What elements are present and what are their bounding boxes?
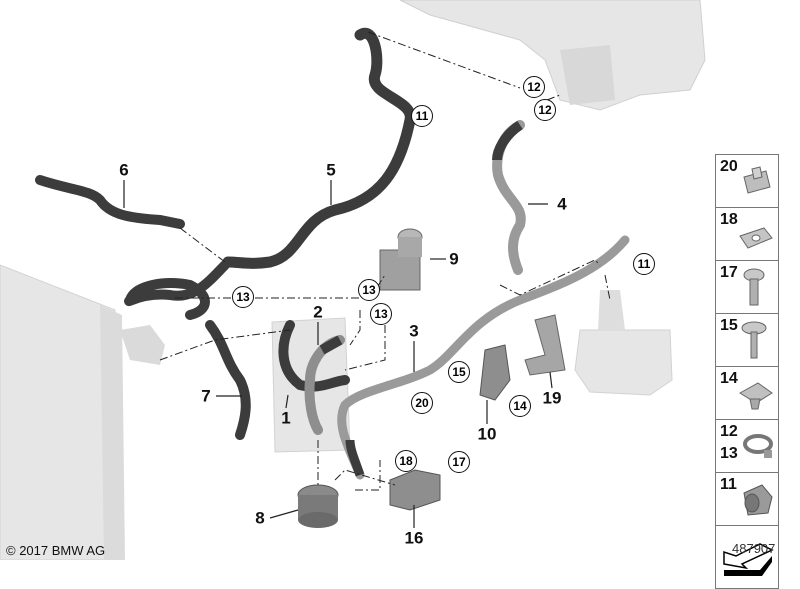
callout-12: 12	[523, 76, 545, 98]
legend-item-18[interactable]: 18	[715, 207, 779, 260]
part-label-8: 8	[255, 508, 265, 528]
leader-lines-dashed	[159, 31, 611, 491]
callout-11: 11	[411, 105, 433, 127]
leader-lines	[123, 180, 553, 528]
part-label-10: 10	[477, 424, 497, 444]
legend-number: 11	[720, 476, 737, 493]
hose-1	[278, 320, 350, 392]
hose-5-loop	[124, 260, 230, 320]
cage-nut-clip-icon	[743, 166, 771, 194]
part-label-4: 4	[557, 194, 567, 214]
legend-item-11[interactable]: 11	[715, 472, 779, 525]
callout-11: 11	[633, 253, 655, 275]
callout-12: 12	[534, 99, 556, 121]
legend-number: 13	[720, 445, 738, 462]
copyright-text: © 2017 BMW AG	[6, 543, 106, 558]
legend-number: 18	[720, 211, 738, 228]
legend-number: 17	[720, 264, 738, 281]
bracket-16	[389, 469, 441, 511]
legend-item-17[interactable]: 17	[715, 260, 779, 313]
radiator-ghost	[0, 264, 165, 561]
callout-15: 15	[448, 361, 470, 383]
part-label-2: 2	[313, 302, 323, 322]
legend-item-20[interactable]: 20	[715, 154, 779, 207]
part-label-6: 6	[119, 160, 129, 180]
engine-ghost	[399, 0, 706, 111]
part-label-7: 7	[201, 386, 211, 406]
hose-clip-icon	[743, 484, 773, 516]
parts-legend: 20 18 17 15 14 12 13	[715, 154, 779, 589]
square-nut-icon	[739, 382, 773, 410]
torx-bolt-icon	[743, 268, 765, 306]
hose-6	[35, 175, 185, 229]
hose-7	[205, 320, 251, 440]
legend-item-15[interactable]: 15	[715, 313, 779, 366]
legend-item-14[interactable]: 14	[715, 366, 779, 419]
callout-13: 13	[358, 279, 380, 301]
pump-8	[297, 484, 339, 528]
callout-14: 14	[509, 395, 531, 417]
part-label-19: 19	[542, 388, 562, 408]
legend-item-12-13[interactable]: 12 13	[715, 419, 779, 472]
legend-number: 14	[720, 370, 738, 387]
bracket-10	[479, 344, 511, 401]
legend-number: 12	[720, 423, 738, 440]
hose-clamp-icon	[743, 434, 773, 458]
bracket-19	[524, 314, 566, 376]
part-label-3: 3	[409, 321, 419, 341]
washer-bolt-icon	[741, 321, 767, 359]
part-label-1: 1	[281, 408, 291, 428]
callout-13: 13	[232, 286, 254, 308]
callout-20: 20	[411, 392, 433, 414]
diagram-reference-number: 487907	[732, 541, 776, 556]
hose-5	[222, 27, 416, 269]
hose-3	[337, 235, 630, 480]
part-label-9: 9	[449, 249, 459, 269]
part-label-16: 16	[404, 528, 424, 548]
diagram-artwork	[0, 0, 706, 561]
callout-18: 18	[395, 450, 417, 472]
spring-nut-clip-icon	[739, 227, 773, 249]
expansion-tank-ghost	[574, 290, 673, 396]
valve-9	[379, 228, 423, 291]
callout-17: 17	[448, 451, 470, 473]
legend-item-direction[interactable]	[715, 525, 779, 589]
callout-13: 13	[370, 303, 392, 325]
legend-number: 15	[720, 317, 738, 334]
parts-diagram: 1 2 3 4 5 6 7 8 9 10 16 19 11 12 12 11 1…	[0, 0, 706, 561]
part-label-5: 5	[326, 160, 336, 180]
legend-number: 20	[720, 158, 738, 175]
